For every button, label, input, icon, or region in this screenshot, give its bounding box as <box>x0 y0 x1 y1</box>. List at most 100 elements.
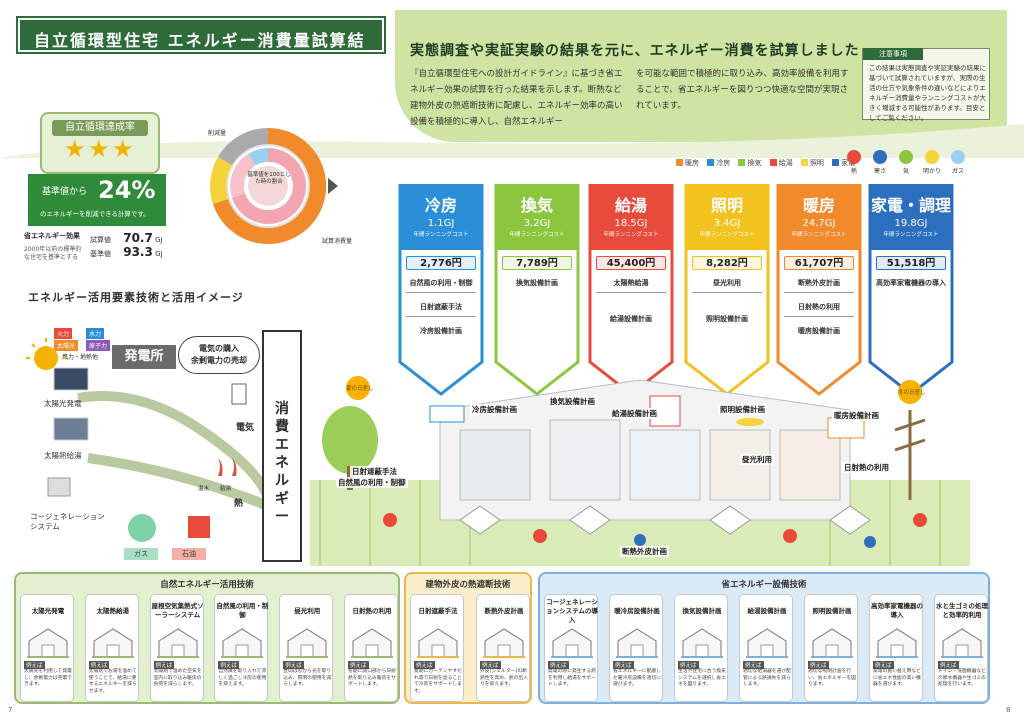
technology-card: 水と生ゴミの処理と効率的利用例えばトイレ・洗面機器などの節水機器や生ゴミの処理を… <box>934 594 988 702</box>
notice-body: この結果は実態調査や実証実験の結果に基づいて試算されていますが、実際の生活の仕方… <box>869 64 986 122</box>
technology-card-desc: 自然風を取り入れて涼しく過ごし冷房の使用を抑えます。 <box>218 669 267 687</box>
technology-card-desc: 太陽光を利用して発電し、余剰電力は売電できます。 <box>24 669 72 687</box>
card-shape <box>684 184 770 396</box>
character-legend: 熱 寒さ 気 明かり ガス <box>842 148 982 178</box>
card-divider <box>406 292 476 293</box>
example-badge: 例えば <box>808 661 829 669</box>
scene-label: 給湯設備計画 <box>610 408 659 419</box>
source-tag: 水力 <box>86 328 105 339</box>
example-badge: 例えば <box>153 661 175 669</box>
house-icon <box>417 628 459 658</box>
donut-segment-appliances <box>230 154 256 198</box>
trial-label: 試算値 <box>90 236 111 244</box>
base-unit: GJ <box>155 250 163 258</box>
card-divider <box>406 316 476 317</box>
cold-character-icon <box>873 150 887 164</box>
scene-label: 日射熱の利用 <box>842 462 891 473</box>
power-plant: 発電所 <box>112 345 176 369</box>
heating-room <box>779 429 841 501</box>
card-shape <box>776 184 862 396</box>
category-item: 換気設備計画 <box>516 279 558 287</box>
cold-character-icon <box>634 534 646 546</box>
technology-card-desc: 適切な照明計画を行い、省エネルギーを図ります。 <box>808 669 856 687</box>
reduction-box: 基準値から 24% のエネルギーを削減できる計算です。 <box>28 174 166 226</box>
consumed-energy-text: 消費エネルギー <box>275 401 289 525</box>
house-icon <box>811 628 853 658</box>
technology-card-desc: 家電の買い替え時などに省エネ性能の高い機器を選びます。 <box>873 669 921 687</box>
card-shape <box>494 184 580 396</box>
technology-card: 高効率家電機器の導入例えば家電の買い替え時などに省エネ性能の高い機器を選びます。 <box>869 594 923 702</box>
donut-segment-lighting <box>210 157 232 204</box>
house-icon <box>156 628 199 658</box>
energy-donut <box>210 127 338 244</box>
donut-label-inner: 試算消費量 <box>322 238 353 245</box>
category-item: 給湯設備計画 <box>610 315 652 323</box>
house-scene <box>310 376 970 566</box>
notice-title: 注意事項 <box>863 48 923 60</box>
technology-card-desc: 発電の際に発生する熱を利用し給湯をサポートします。 <box>548 669 596 687</box>
legend-swatch-3 <box>769 159 777 166</box>
light-character-icon <box>925 150 939 164</box>
legend-swatch-5 <box>832 159 840 166</box>
scene-label: 自然風の利用・制御 <box>336 477 408 488</box>
outlet-icon <box>231 383 247 405</box>
example-badge: 例えば <box>414 661 435 669</box>
electricity-label: 電気 <box>236 423 255 433</box>
aircon-icon <box>429 405 465 423</box>
trial-row: 試算値 70.7 GJ <box>90 231 163 245</box>
insulation-character-icon <box>459 505 501 535</box>
house-icon <box>941 628 983 658</box>
base-value: 93.3 <box>123 245 153 259</box>
character-label: 明かり <box>922 168 941 175</box>
technology-panel: 建物外皮の熱遮断技術日射遮蔽手法例えば夏期にカーテンやすだれ等で日射を遮ることで… <box>404 572 532 704</box>
category-gj: 18.5GJ <box>614 218 648 229</box>
technology-card-title: 太陽熱給湯 <box>96 606 130 615</box>
technology-card: 換気設備計画例えば生活や住宅に合う換気システムを選択し省エネを図ります。 <box>674 594 728 702</box>
legend-swatch-4 <box>800 159 808 166</box>
donut-segment-cooling <box>248 148 268 166</box>
rating-label: 自立循環達成率 <box>52 120 148 136</box>
technology-card-title: 昼光利用 <box>294 606 321 615</box>
category-name: 暖房 <box>802 196 835 215</box>
category-name: 冷房 <box>424 196 457 215</box>
dining-room <box>709 429 771 501</box>
effect-note: 2000年以前の標準的な住宅を基準とする <box>24 246 82 261</box>
heat-character-icon <box>847 150 861 164</box>
trial-value: 70.7 <box>123 231 153 245</box>
winter-sun-label: 冬の日差し <box>898 390 926 396</box>
example-badge: 例えば <box>873 661 894 669</box>
rail-track <box>77 391 273 500</box>
category-item: 日射熱の利用 <box>798 303 840 311</box>
technology-card: 照明設備計画例えば適切な照明計画を行い、省エネルギーを図ります。 <box>804 594 858 702</box>
category-item: 照明設備計画 <box>706 315 748 323</box>
base-row: 基準値 93.3 GJ <box>90 245 163 259</box>
technology-card-desc: 昼間は窓から光を取り込み、照明の使用を減らします。 <box>283 669 332 687</box>
scene-label: 照明設備計画 <box>718 404 767 415</box>
category-gj: 1.1GJ <box>427 218 455 229</box>
bare-tree-icon <box>894 410 926 500</box>
panel-title: 省エネルギー設備技術 <box>721 580 807 590</box>
house-icon <box>221 628 264 658</box>
category-gj: 3.4GJ <box>713 218 741 229</box>
donut-center-text: 基準値を100とした時の割合 <box>247 172 291 185</box>
category-gj: 19.8GJ <box>894 218 928 229</box>
air-character-icon <box>899 150 913 164</box>
house-icon <box>351 628 393 658</box>
consumed-energy-column: 消費エネルギー <box>262 330 302 562</box>
panel-title: 自然エネルギー活用技術 <box>160 580 254 590</box>
character-label: 寒さ <box>873 168 886 175</box>
example-badge: 例えば <box>283 661 304 669</box>
technology-card-title: 屋根空気集熱式ソーラーシステム <box>151 602 204 619</box>
legend-label: 家電 <box>841 159 856 167</box>
example-badge: 例えば <box>548 661 569 669</box>
technology-card: 断熱外皮計画例えば外皮(シェルター)の断熱性を高め、熱の出入りを抑えます。 <box>476 594 530 702</box>
purchase-balloon: 電気の購入 余剰電力の売却 <box>178 336 260 374</box>
example-badge: 例えば <box>480 661 501 669</box>
technology-card-title: 暖冷房設備計画 <box>614 606 660 615</box>
card-divider <box>692 292 762 293</box>
example-badge: 例えば <box>88 661 110 669</box>
legend: 暖房 冷房 換気 給湯 照明 家電 <box>670 158 855 168</box>
donut-segment-hotwater <box>232 147 307 224</box>
